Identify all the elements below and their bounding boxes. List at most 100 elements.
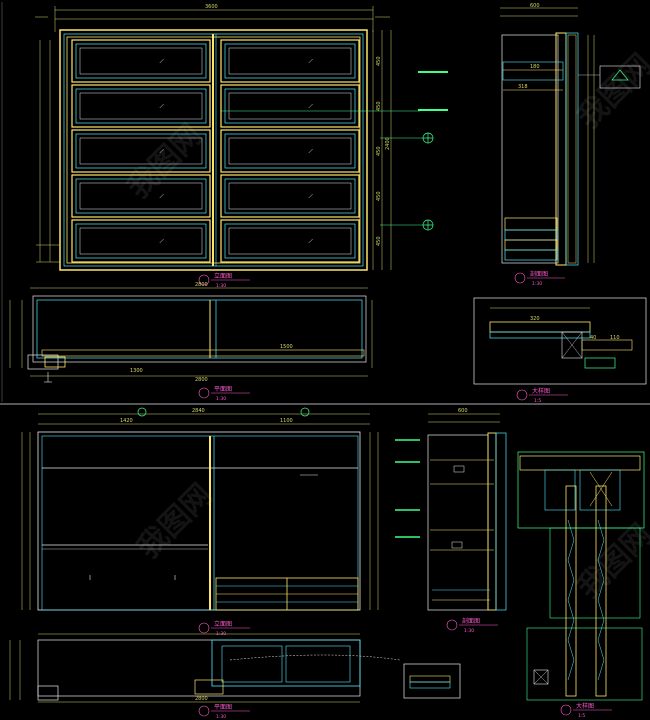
svg-text:剖面图: 剖面图	[530, 270, 548, 278]
caption-detail-1: 大样图 1:5	[516, 387, 568, 404]
drawer-panel	[220, 174, 360, 218]
drawer-panel	[71, 84, 211, 128]
row-height-label: 450	[376, 146, 382, 156]
svg-text:1100: 1100	[280, 418, 293, 424]
dim-top-overall: 3600	[205, 4, 218, 10]
drawer-inner-frame	[224, 223, 356, 259]
svg-text:2800: 2800	[195, 282, 208, 288]
opening-direction-mark	[159, 58, 164, 64]
svg-text:1:30: 1:30	[464, 628, 474, 634]
detail-callout-box	[599, 65, 641, 89]
drawer-face	[79, 92, 203, 120]
svg-text:180: 180	[530, 64, 540, 70]
drawer-inner-frame	[224, 133, 356, 169]
drawer-inner-frame	[75, 223, 207, 259]
drawer-panel	[71, 39, 211, 83]
svg-text:1420: 1420	[120, 418, 133, 424]
caption-plan-2: 平面图 1:30	[198, 704, 250, 720]
svg-text:1:5: 1:5	[578, 713, 585, 719]
svg-text:318: 318	[518, 84, 528, 90]
svg-text:剖面图: 剖面图	[462, 617, 480, 625]
drawer-face	[79, 227, 203, 255]
caption-detail-2: 大样图 1:5	[560, 702, 612, 719]
drawer-panel	[71, 219, 211, 263]
row-height-label: 450	[376, 101, 382, 111]
svg-text:600: 600	[530, 3, 540, 9]
drawer-face	[79, 47, 203, 75]
drawer-panel	[71, 174, 211, 218]
drawer-inner-frame	[75, 133, 207, 169]
svg-text:平面图: 平面图	[214, 704, 232, 711]
detail-2: 大样图 1:5	[517, 451, 645, 719]
svg-text:大样图: 大样图	[532, 387, 550, 395]
dim-right-height: 2400	[385, 137, 391, 150]
opening-direction-mark	[308, 148, 313, 154]
opening-direction-mark	[159, 238, 164, 244]
opening-direction-mark	[308, 103, 313, 109]
drawer-inner-frame	[75, 43, 207, 79]
elevation-2: 2840 1420 1100	[21, 407, 420, 637]
opening-direction-mark	[159, 103, 164, 109]
drawer-inner-frame	[224, 88, 356, 124]
opening-direction-mark	[159, 193, 164, 199]
drawer-inner-frame	[224, 178, 356, 214]
svg-text:1300: 1300	[130, 368, 143, 374]
svg-text:2840: 2840	[192, 408, 205, 414]
drawer-face	[79, 137, 203, 165]
svg-text:1:5: 1:5	[534, 398, 541, 404]
svg-text:平面图: 平面图	[214, 386, 232, 393]
caption-elevation-1: 立面图 1:30	[198, 272, 250, 289]
opening-direction-mark	[308, 58, 313, 64]
svg-text:1:30: 1:30	[216, 396, 226, 402]
elevation-1-drawers	[71, 39, 360, 263]
row-height-label: 450	[376, 191, 382, 201]
svg-text:600: 600	[458, 408, 468, 414]
opening-direction-mark	[308, 238, 313, 244]
svg-text:2800: 2800	[195, 696, 208, 702]
caption-section-1: 剖面图 1:30	[514, 270, 565, 287]
bottom-panel: 2840 1420 1100	[9, 407, 645, 720]
top-panel: 3600 450 450 450 450 450 2400	[0, 2, 650, 405]
section-2: 600 剖面图 1:30	[427, 408, 507, 634]
section-marker-icon	[137, 407, 147, 417]
plan-1: 2800 1500 1300 2800 平面图 1:30	[9, 282, 373, 402]
svg-text:2800: 2800	[195, 377, 208, 383]
svg-text:110: 110	[610, 335, 620, 341]
drawer-face	[79, 182, 203, 210]
drawer-face	[228, 182, 352, 210]
svg-text:320: 320	[530, 316, 540, 322]
drawer-panel	[220, 129, 360, 173]
drawer-inner-frame	[75, 178, 207, 214]
caption-plan-1: 平面图 1:30	[198, 386, 250, 402]
elevation-1: 3600 450 450 450 450 450 2400	[35, 4, 448, 289]
svg-text:1500: 1500	[280, 344, 293, 350]
section-callouts	[220, 71, 448, 231]
drawer-face	[228, 47, 352, 75]
svg-text:大样图: 大样图	[576, 702, 594, 710]
svg-text:立面图: 立面图	[214, 620, 232, 628]
drawer-face	[228, 137, 352, 165]
drawer-inner-frame	[75, 88, 207, 124]
drawer-inner-frame	[224, 43, 356, 79]
row-height-label: 450	[376, 56, 382, 66]
opening-direction-mark	[159, 148, 164, 154]
drawer-panel	[71, 129, 211, 173]
drawer-panel	[220, 39, 360, 83]
section-1: 600 180 318 剖面图	[500, 3, 641, 287]
svg-text:1:30: 1:30	[216, 714, 226, 720]
plan-2: 2800 平面图 1:30	[9, 633, 461, 720]
detail-1: 320 40 110 大样图 1:5	[473, 297, 647, 404]
section-marker-icon	[300, 407, 310, 417]
drawer-face	[228, 92, 352, 120]
elevation-1-row-dimensions: 450 450 450 450 450	[376, 56, 382, 246]
drawer-panel	[220, 84, 360, 128]
opening-direction-mark	[308, 193, 313, 199]
svg-text:立面图: 立面图	[214, 272, 232, 280]
drawer-panel	[220, 219, 360, 263]
row-height-label: 450	[376, 236, 382, 246]
caption-section-2: 剖面图 1:30	[446, 617, 498, 634]
svg-text:40: 40	[590, 335, 596, 341]
drawer-face	[228, 227, 352, 255]
svg-text:1:30: 1:30	[216, 283, 226, 289]
